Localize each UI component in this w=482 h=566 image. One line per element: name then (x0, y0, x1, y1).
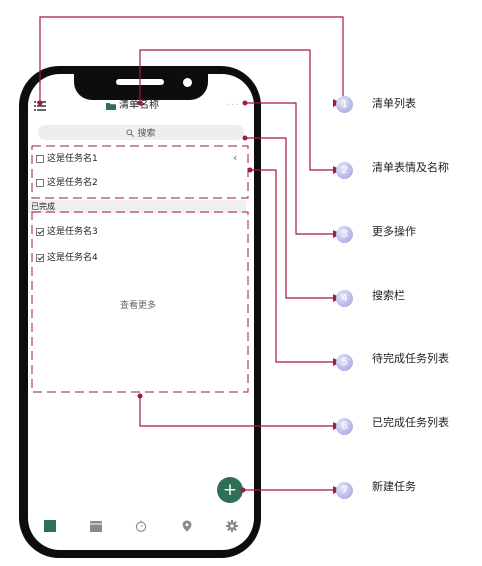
bottom-nav (28, 514, 254, 540)
calendar-icon[interactable] (90, 520, 102, 532)
callout-badge: 5 (336, 354, 353, 371)
pending-task-item[interactable]: 这是任务名2 (36, 176, 98, 190)
more-actions-button[interactable]: ··· (227, 100, 240, 111)
callout-badge: 2 (336, 162, 353, 179)
pending-region-outline (31, 145, 249, 199)
callout-badge: 1 (336, 96, 353, 113)
completed-task-item[interactable]: 这是任务名4 (36, 251, 98, 265)
collapse-chevron-icon[interactable]: ‹ (233, 151, 238, 164)
callout-label: 新建任务 (372, 480, 416, 493)
timer-icon[interactable] (135, 520, 147, 532)
folder-icon (106, 103, 116, 110)
leader-line-4 (245, 137, 343, 299)
checkbox-icon[interactable] (36, 254, 44, 262)
task-label: 这是任务名2 (47, 178, 98, 188)
callout-badge: 3 (336, 226, 353, 243)
search-icon (126, 128, 135, 137)
view-more-link[interactable]: 查看更多 (120, 301, 157, 311)
callout-badge: 4 (336, 290, 353, 307)
completed-task-item[interactable]: 这是任务名3 (36, 225, 98, 239)
search-placeholder: 搜索 (137, 129, 156, 139)
callout-label: 清单表情及名称 (372, 161, 449, 174)
leader-line-3 (245, 102, 343, 235)
new-task-button[interactable]: + (217, 477, 243, 503)
leader-line-1 (39, 16, 344, 103)
pending-task-item[interactable]: 这是任务名1 (36, 152, 98, 166)
leader-line-5 (250, 169, 343, 363)
location-icon[interactable] (181, 520, 193, 532)
gear-icon[interactable] (226, 520, 238, 532)
completed-header[interactable]: 已完成 (28, 200, 246, 213)
callout-badge: 7 (336, 482, 353, 499)
leader-line-2 (139, 49, 343, 171)
leader-line-6 (139, 396, 343, 427)
grid-icon[interactable] (44, 520, 56, 532)
callout-badge: 6 (336, 418, 353, 435)
callout-label: 搜索栏 (372, 289, 405, 302)
plus-icon: + (222, 479, 238, 500)
callout-label: 待完成任务列表 (372, 352, 449, 365)
checkbox-icon[interactable] (36, 179, 44, 187)
callout-label: 已完成任务列表 (372, 416, 449, 429)
completed-region-outline (31, 211, 249, 393)
phone-screen (28, 74, 254, 550)
search-bar[interactable]: 搜索 (38, 125, 244, 140)
task-label: 这是任务名3 (47, 227, 98, 237)
checkbox-icon[interactable] (36, 228, 44, 236)
callout-label: 更多操作 (372, 225, 416, 238)
list-title[interactable]: 清单名称 (106, 99, 159, 113)
phone-camera (183, 78, 192, 87)
checkbox-icon[interactable] (36, 155, 44, 163)
task-label: 这是任务名4 (47, 253, 98, 263)
task-label: 这是任务名1 (47, 154, 98, 164)
callout-label: 清单列表 (372, 97, 416, 110)
list-name: 清单名称 (119, 100, 159, 111)
